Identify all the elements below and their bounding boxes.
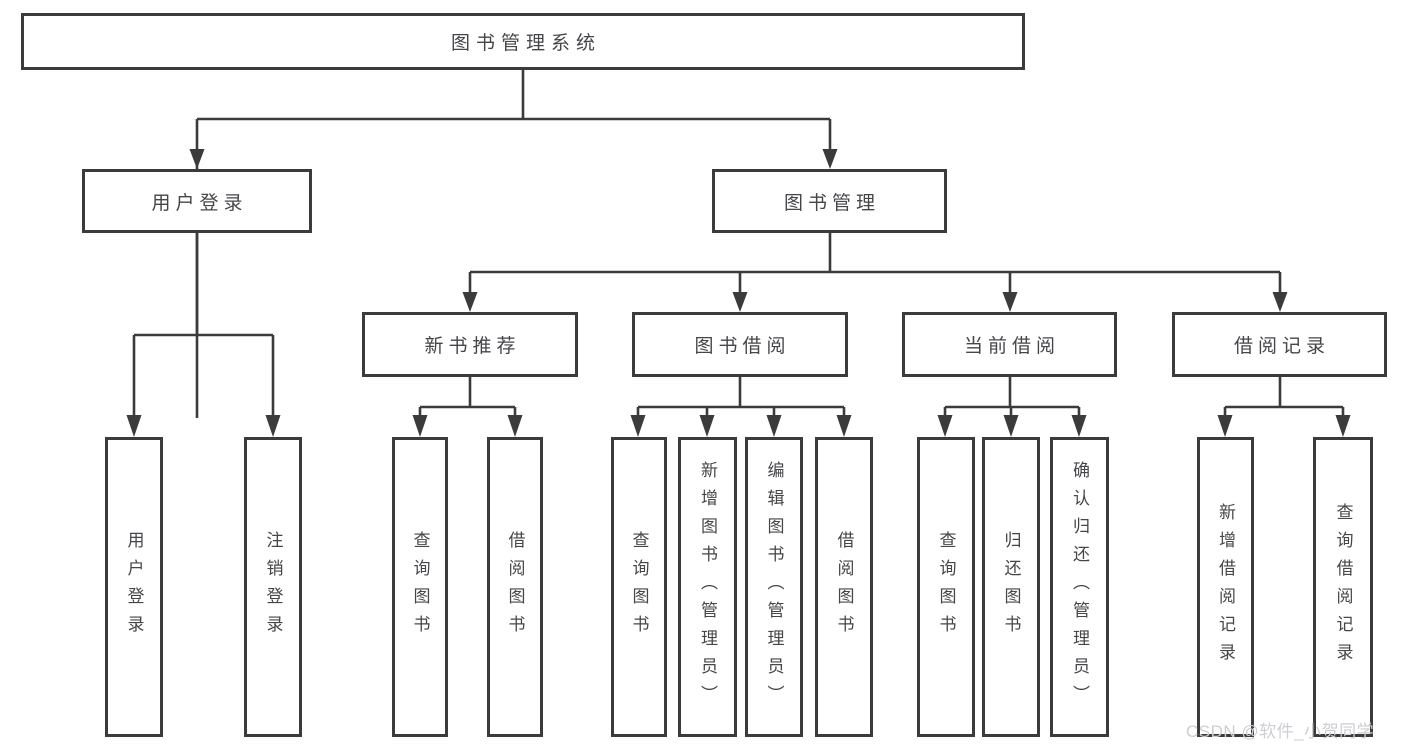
- leaf-logout-label: 注销登录: [263, 531, 283, 643]
- arrow-leaf-bb-borrow: [836, 415, 852, 437]
- csdn-watermark: CSDN @软件_小贺同学: [1186, 722, 1375, 741]
- leaf-cb-query-books: 查询图书: [917, 437, 975, 737]
- edge-current-borrow-children: [943, 377, 1081, 418]
- leaf-bb-query-books: 查询图书: [611, 437, 667, 737]
- arrow-leaf-bb-query: [630, 415, 646, 437]
- arrow-book-borrow: [732, 292, 748, 312]
- arrow-leaf-br-query: [1335, 415, 1351, 437]
- node-new-books: 新书推荐: [362, 312, 578, 377]
- node-user-login: 用户登录: [82, 169, 312, 233]
- leaf-bb-add-books-label: 新增图书（管理员）: [698, 461, 717, 713]
- arrow-leaf-cb-confirm: [1071, 415, 1087, 437]
- edge-new-books-children: [418, 377, 517, 418]
- edge-user-login-children: [132, 233, 275, 418]
- arrow-leaf-user-login: [126, 415, 142, 437]
- arrow-new-books: [462, 292, 478, 312]
- edge-borrow-records-children: [1223, 377, 1345, 418]
- leaf-bb-add-books: 新增图书（管理员）: [678, 437, 737, 737]
- node-borrow-records: 借阅记录: [1172, 312, 1387, 377]
- arrow-leaf-cb-query: [937, 415, 953, 437]
- arrow-leaf-bb-edit: [766, 415, 782, 437]
- leaf-br-query-record: 查询借阅记录: [1313, 437, 1373, 737]
- leaf-bb-edit-books-label: 编辑图书（管理员）: [764, 461, 784, 713]
- arrow-current-borrow: [1002, 292, 1018, 312]
- node-book-borrow: 图书借阅: [632, 312, 848, 377]
- leaf-nb-query-books: 查询图书: [392, 437, 448, 737]
- edge-book-mgmt-children: [468, 233, 1282, 293]
- leaf-user-login-label: 用户登录: [124, 531, 144, 643]
- leaf-logout: 注销登录: [244, 437, 302, 737]
- arrow-leaf-nb-borrow: [507, 415, 523, 437]
- arrow-book-mgmt: [822, 149, 838, 169]
- leaf-bb-borrow-books: 借阅图书: [815, 437, 873, 737]
- arrow-leaf-cb-return: [1003, 415, 1019, 437]
- leaf-nb-borrow-books-label: 借阅图书: [505, 531, 525, 643]
- node-current-borrow: 当前借阅: [902, 312, 1117, 377]
- arrow-leaf-nb-query: [412, 415, 428, 437]
- edge-book-borrow-children: [636, 377, 846, 418]
- node-root: 图书管理系统: [21, 13, 1025, 70]
- leaf-br-add-record: 新增借阅记录: [1197, 437, 1254, 737]
- leaf-bb-edit-books: 编辑图书（管理员）: [745, 437, 803, 737]
- leaf-cb-confirm-return-label: 确认归还（管理员）: [1070, 461, 1089, 713]
- leaf-bb-borrow-books-label: 借阅图书: [834, 531, 854, 643]
- arrow-borrow-records: [1272, 292, 1288, 312]
- leaf-user-login: 用户登录: [105, 437, 163, 737]
- leaf-nb-query-books-label: 查询图书: [410, 531, 430, 643]
- node-book-mgmt: 图书管理: [712, 169, 947, 233]
- leaf-cb-return-books-label: 归还图书: [1001, 531, 1021, 643]
- arrow-leaf-br-add: [1217, 415, 1233, 437]
- leaf-cb-query-books-label: 查询图书: [936, 531, 956, 643]
- leaf-bb-query-books-label: 查询图书: [629, 531, 649, 643]
- arrow-leaf-bb-add: [699, 415, 715, 437]
- arrow-leaf-logout: [265, 415, 281, 437]
- leaf-br-add-record-label: 新增借阅记录: [1216, 503, 1235, 671]
- leaf-cb-confirm-return: 确认归还（管理员）: [1050, 437, 1109, 737]
- arrow-user-login: [189, 149, 205, 169]
- leaf-cb-return-books: 归还图书: [982, 437, 1040, 737]
- leaf-br-query-record-label: 查询借阅记录: [1333, 503, 1353, 671]
- leaf-nb-borrow-books: 借阅图书: [487, 437, 543, 737]
